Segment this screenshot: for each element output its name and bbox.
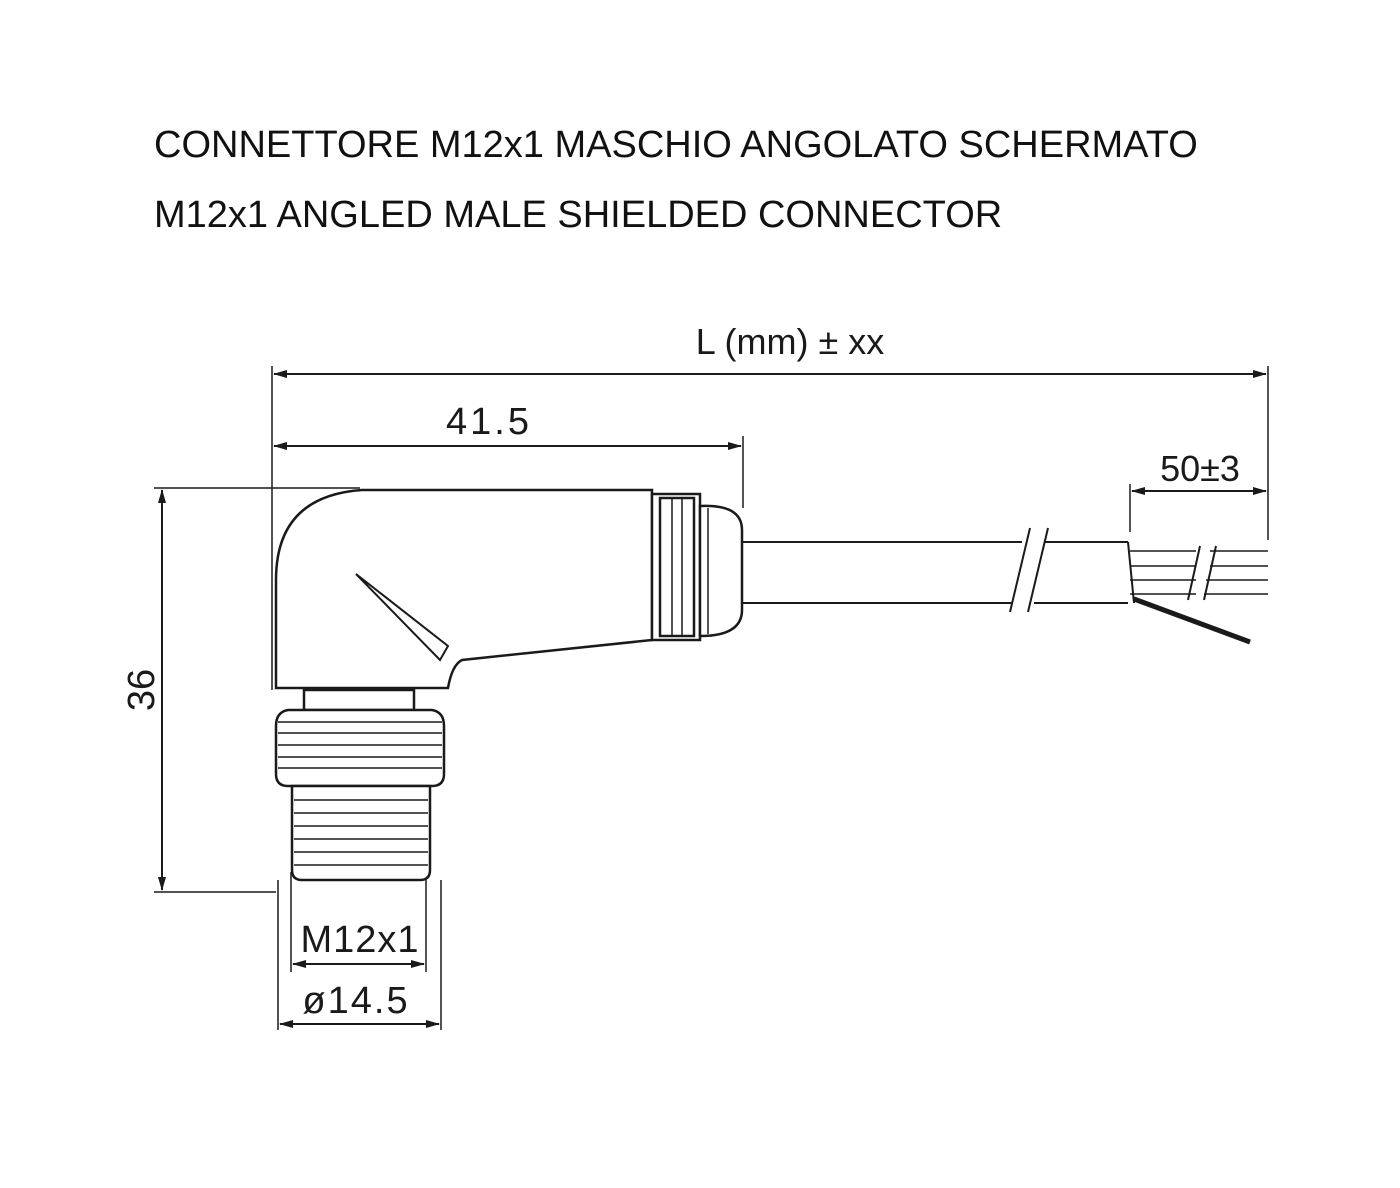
cable xyxy=(743,527,1135,613)
connector-head xyxy=(274,488,744,690)
drain-wire xyxy=(1133,596,1251,645)
stripped-wires xyxy=(1130,545,1268,645)
title-italian: CONNETTORE M12x1 MASCHIO ANGOLATO SCHERM… xyxy=(154,124,1198,166)
dimension-thread: M12x1 xyxy=(290,872,427,972)
thread-section xyxy=(290,784,432,882)
height-label: 36 xyxy=(121,669,163,711)
total-length-label: L (mm) ± xx xyxy=(696,321,884,362)
title-english: M12x1 ANGLED MALE SHIELDED CONNECTOR xyxy=(154,194,1003,236)
dimension-height: 36 xyxy=(121,487,360,893)
dimension-total-length: L (mm) ± xx xyxy=(271,321,1269,690)
coupling-nut xyxy=(274,688,446,788)
dimension-strip-length: 50±3 xyxy=(1129,448,1267,532)
dimension-head-length: 41.5 xyxy=(273,401,744,508)
dimension-diameter: ø14.5 xyxy=(277,880,442,1030)
strip-length-label: 50±3 xyxy=(1160,448,1240,489)
diameter-label: ø14.5 xyxy=(302,980,409,1022)
head-length-label: 41.5 xyxy=(446,401,532,443)
thread-label: M12x1 xyxy=(300,919,419,961)
